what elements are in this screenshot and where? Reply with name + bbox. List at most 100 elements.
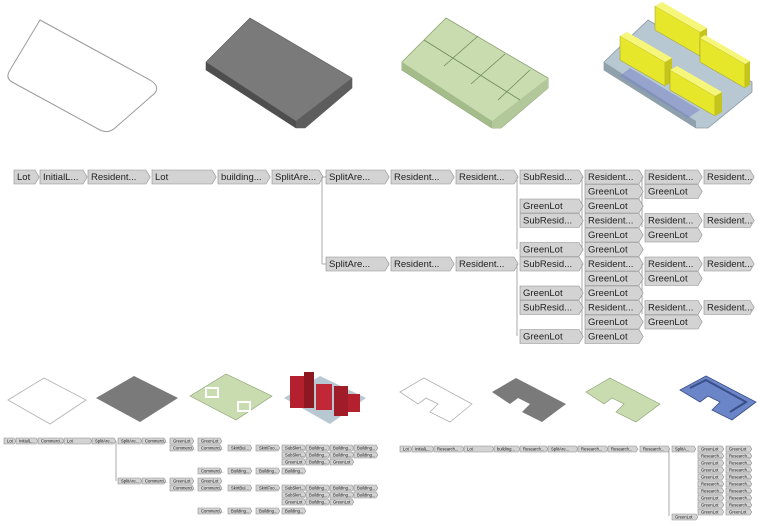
tree-node[interactable]: GreenLot	[519, 285, 584, 301]
tree-node[interactable]: Lot	[399, 445, 413, 453]
tree-node[interactable]: GreenLot	[584, 285, 644, 301]
tree-node[interactable]: GreenLot	[584, 329, 644, 344]
tree-node[interactable]: Building...	[305, 458, 331, 466]
tree-node[interactable]: GreenLot	[169, 477, 195, 485]
tree-node[interactable]: Commerci...	[169, 484, 196, 492]
tree-node[interactable]: SplitAre...	[547, 445, 579, 453]
tree-node[interactable]: GreenLot	[584, 271, 644, 286]
tree-node[interactable]: SkirtBui...	[227, 444, 253, 452]
tree-node[interactable]: GreenLot	[644, 227, 703, 243]
tree-node[interactable]: Research...	[639, 445, 671, 453]
tree-node[interactable]: Building...	[305, 491, 331, 499]
tree-node[interactable]: Building...	[353, 484, 379, 492]
tree-node[interactable]: GreenLot	[519, 198, 584, 214]
tree-node[interactable]: Resident...	[87, 169, 151, 185]
tree-node[interactable]: Building...	[281, 507, 307, 515]
tree-node[interactable]: Research...	[697, 452, 725, 460]
tree-node[interactable]: SubResid...	[519, 213, 584, 228]
tree-node[interactable]: GreenLot	[697, 473, 725, 481]
tree-node[interactable]: Commerci...	[141, 477, 168, 485]
tree-node[interactable]: GreenLot	[697, 459, 725, 467]
tree-node[interactable]: Research...	[433, 445, 465, 453]
tree-node[interactable]: SubSkirt...	[281, 444, 307, 452]
tree-node[interactable]: Resident...	[584, 300, 644, 315]
tree-node[interactable]: Research...	[725, 494, 753, 502]
tree-node[interactable]: SkirtFoo...	[255, 484, 281, 492]
tree-node[interactable]: InitialL...	[39, 169, 88, 185]
tree-node[interactable]: Resident...	[703, 256, 755, 272]
tree-node[interactable]: GreenLot	[644, 184, 703, 199]
tree-node[interactable]: GreenLot	[725, 445, 753, 453]
tree-node[interactable]: Building...	[255, 467, 281, 475]
tree-node[interactable]: SubSkirt...	[281, 484, 307, 492]
tree-node[interactable]: Commerci...	[141, 437, 168, 445]
tree-node[interactable]: GreenLot	[584, 314, 644, 330]
tree-node[interactable]: GreenLot	[281, 458, 307, 466]
tree-node[interactable]: GreenLot	[519, 242, 584, 257]
tree-node[interactable]: SplitAre...	[117, 437, 143, 445]
tree-node[interactable]: Resident...	[703, 300, 755, 315]
tree-node[interactable]: Research...	[725, 466, 753, 474]
tree-node[interactable]: Building...	[305, 444, 331, 452]
tree-node[interactable]: Commerci...	[197, 484, 224, 492]
tree-node[interactable]: Resident...	[703, 213, 755, 228]
tree-node[interactable]: GreenLot	[197, 477, 223, 485]
tree-node[interactable]: Research...	[725, 501, 753, 509]
tree-node[interactable]: GreenLot	[329, 458, 355, 466]
tree-node[interactable]: Commerci...	[197, 444, 224, 452]
tree-node[interactable]: Research...	[697, 487, 725, 495]
tree-node[interactable]: Building...	[329, 484, 355, 492]
tree-node[interactable]: GreenLot	[197, 437, 223, 445]
tree-node[interactable]: Commerci...	[197, 467, 224, 475]
tree-node[interactable]: Building...	[281, 467, 307, 475]
tree-node[interactable]: GreenLot	[725, 508, 753, 516]
tree-node[interactable]: Resident...	[703, 169, 755, 185]
tree-node[interactable]: GreenLot	[584, 184, 644, 199]
tree-node[interactable]: Lot	[63, 437, 93, 445]
tree-node[interactable]: Research...	[725, 487, 753, 495]
tree-node[interactable]: Research...	[607, 445, 639, 453]
tree-node[interactable]: Lot	[13, 169, 40, 185]
tree-node[interactable]: Building...	[353, 451, 379, 459]
tree-node[interactable]: Building...	[353, 444, 379, 452]
tree-node[interactable]: Research...	[725, 473, 753, 481]
tree-node[interactable]: GreenLot	[584, 227, 644, 243]
tree-node[interactable]: SubSkirt...	[281, 491, 307, 499]
tree-node[interactable]: Building...	[353, 491, 379, 499]
tree-node[interactable]: Building...	[305, 451, 331, 459]
tree-node[interactable]: Lot	[463, 445, 495, 453]
tree-node[interactable]: Research...	[577, 445, 609, 453]
tree-node[interactable]: SkirtBui...	[227, 484, 253, 492]
tree-node[interactable]: Commerci...	[197, 507, 224, 515]
tree-node[interactable]: Building...	[227, 507, 253, 515]
tree-node[interactable]: GreenLot	[281, 498, 307, 506]
tree-node[interactable]: Building...	[305, 498, 331, 506]
tree-node[interactable]: Building...	[329, 444, 355, 452]
tree-node[interactable]: GreenLot	[644, 314, 703, 330]
tree-node[interactable]: Resident...	[455, 256, 519, 272]
tree-node[interactable]: Commerci...	[169, 444, 196, 452]
tree-node[interactable]: GreenLot	[519, 329, 584, 344]
tree-node[interactable]: Lot	[151, 169, 217, 185]
tree-node[interactable]: Resident...	[390, 256, 455, 272]
tree-node[interactable]: SubResid...	[519, 169, 584, 185]
tree-node[interactable]: Resident...	[644, 300, 703, 315]
tree-node[interactable]: Building...	[329, 491, 355, 499]
tree-node[interactable]: building...	[217, 169, 271, 185]
tree-node[interactable]: InitialL...	[15, 437, 39, 445]
tree-node[interactable]: SkirtFoo...	[255, 444, 281, 452]
tree-node[interactable]: GreenLot	[584, 198, 644, 214]
tree-node[interactable]: GreenLot	[697, 466, 725, 474]
tree-node[interactable]: SubSkirt...	[281, 451, 307, 459]
tree-node[interactable]: Resident...	[644, 256, 703, 272]
tree-node[interactable]: SubResid...	[519, 256, 584, 272]
tree-node[interactable]: GreenLot	[671, 513, 699, 521]
tree-node[interactable]: GreenLot	[697, 494, 725, 502]
tree-node[interactable]: GreenLot	[697, 501, 725, 509]
tree-node[interactable]: Resident...	[584, 213, 644, 228]
tree-node[interactable]: Research...	[697, 480, 725, 488]
tree-node[interactable]: Research...	[725, 459, 753, 467]
tree-node[interactable]: SplitAre...	[271, 169, 324, 185]
tree-node[interactable]: Resident...	[390, 169, 455, 185]
tree-node[interactable]: GreenLot	[697, 445, 725, 453]
